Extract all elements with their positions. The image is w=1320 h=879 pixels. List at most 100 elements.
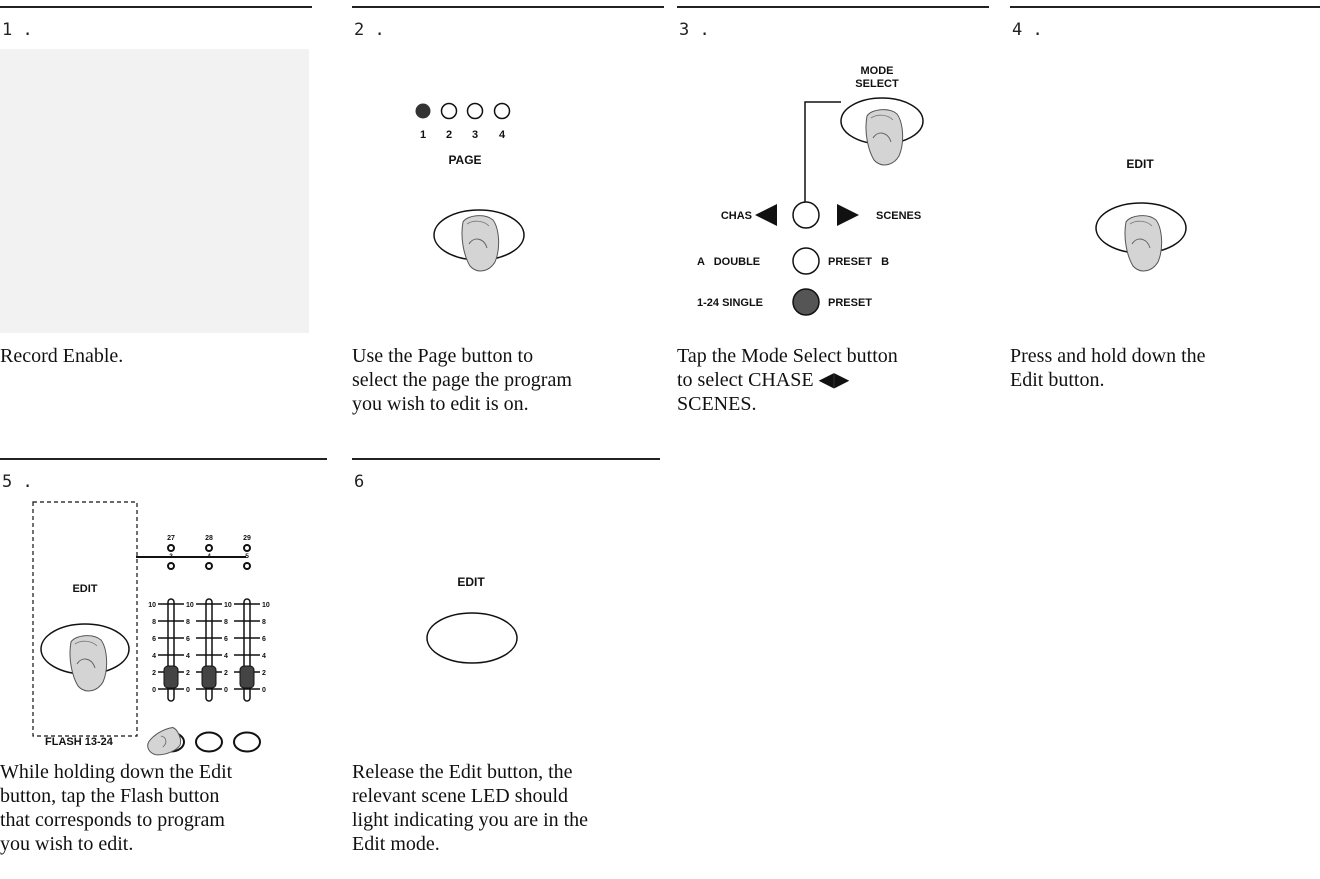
flash-button bbox=[233, 731, 261, 753]
pressing-finger-icon bbox=[865, 109, 904, 166]
fader-knob bbox=[239, 665, 255, 689]
edit-release-illustration: EDIT bbox=[426, 575, 518, 664]
right-arrow-icon bbox=[837, 204, 859, 226]
scene-led bbox=[243, 562, 251, 570]
step-number: 4 . bbox=[1012, 20, 1043, 40]
description-line: you wish to edit. bbox=[0, 833, 134, 855]
single-mode-label: 1-24 SINGLE bbox=[697, 297, 763, 309]
fader-knob bbox=[201, 665, 217, 689]
scale-tick-label: 8 bbox=[224, 619, 228, 626]
pressing-finger-icon bbox=[147, 726, 182, 756]
double-preset-led bbox=[792, 247, 820, 275]
scale-tick-label: 4 bbox=[186, 653, 190, 660]
fader-group: 10 8 6 4 2 0 10 8 6 4 2 0 10 8 6 4 2 bbox=[148, 598, 270, 702]
fader-knob bbox=[163, 665, 179, 689]
step-number: 6 bbox=[354, 472, 365, 492]
scene-led bbox=[205, 562, 213, 570]
scale-tick-label: 0 bbox=[224, 687, 228, 694]
page-led-1-lit bbox=[415, 103, 431, 119]
scale-tick-label: 4 bbox=[152, 653, 156, 660]
scale-tick-label: 10 bbox=[148, 602, 156, 609]
page-button-illustration: 1 2 3 4 PAGE bbox=[415, 102, 525, 272]
step-divider bbox=[352, 458, 660, 460]
description-line: Edit mode. bbox=[352, 833, 440, 855]
step-divider bbox=[1010, 6, 1320, 8]
page-led-2 bbox=[440, 102, 458, 120]
step-number: 3 . bbox=[679, 20, 710, 40]
step-description: Release the Edit button, the relevant sc… bbox=[352, 760, 588, 856]
scale-tick-label: 2 bbox=[152, 670, 156, 677]
scenes-label: SCENES bbox=[876, 210, 921, 222]
step-number: 1 . bbox=[2, 20, 33, 40]
description-line: light indicating you are in the bbox=[352, 809, 589, 831]
scene-led bbox=[243, 544, 251, 552]
page-number-label: 4 bbox=[499, 129, 506, 141]
scene-led bbox=[167, 562, 175, 570]
step-divider bbox=[352, 6, 664, 8]
scale-tick-label: 4 bbox=[224, 653, 228, 660]
scale-tick-label: 0 bbox=[152, 687, 156, 694]
scale-tick-label: 10 bbox=[224, 602, 232, 609]
image-placeholder bbox=[0, 49, 309, 333]
channel-number: 27 bbox=[167, 535, 175, 542]
mode-select-label: MODE bbox=[861, 65, 894, 77]
page-led-4 bbox=[493, 102, 511, 120]
scale-tick-label: 0 bbox=[262, 687, 266, 694]
edit-button-illustration: EDIT bbox=[1095, 157, 1187, 272]
double-mode-label: A DOUBLE bbox=[697, 256, 760, 268]
scale-tick-label: 2 bbox=[224, 670, 228, 677]
connector-line bbox=[804, 101, 841, 204]
description-line: select the page the program bbox=[352, 369, 572, 391]
step-number: 5 . bbox=[2, 472, 33, 492]
scale-tick-label: 2 bbox=[186, 670, 190, 677]
scale-tick-label: 8 bbox=[152, 619, 156, 626]
step-divider bbox=[0, 458, 327, 460]
pressing-finger-icon bbox=[1124, 215, 1163, 272]
scale-tick-label: 6 bbox=[152, 636, 156, 643]
channel-number: 28 bbox=[205, 535, 213, 542]
step-divider bbox=[0, 6, 312, 8]
flash-label: FLASH 13-24 bbox=[45, 736, 114, 748]
scale-tick-label: 6 bbox=[186, 636, 190, 643]
scene-number: 4 bbox=[207, 553, 211, 560]
description-line: While holding down the Edit bbox=[0, 761, 233, 783]
scale-tick-label: 0 bbox=[186, 687, 190, 694]
step-description: Press and hold down the Edit button. bbox=[1010, 344, 1206, 392]
step-number: 2 . bbox=[354, 20, 385, 40]
flash-button-illustration: EDIT 27 28 29 3 4 5 bbox=[32, 501, 270, 756]
page-button-label: PAGE bbox=[448, 153, 481, 167]
chase-label: CHAS bbox=[721, 210, 752, 222]
description-line: Tap the Mode Select button bbox=[677, 345, 898, 367]
scene-number: 3 bbox=[169, 553, 173, 560]
edit-button bbox=[426, 612, 518, 664]
description-line: Use the Page button to bbox=[352, 345, 534, 367]
single-preset-led-lit bbox=[792, 288, 820, 316]
fader-scale-mid-2: 10 8 6 4 2 0 bbox=[224, 602, 232, 694]
description-line: to select CHASE ◀▶ bbox=[677, 369, 850, 391]
fader-tick-marks bbox=[158, 603, 260, 690]
pressing-finger-icon bbox=[69, 635, 108, 692]
page-number-label: 1 bbox=[420, 129, 426, 141]
description-line: Record Enable. bbox=[0, 345, 124, 367]
page-number-label: 2 bbox=[446, 129, 452, 141]
mode-select-label: SELECT bbox=[855, 78, 899, 90]
description-line: button, tap the Flash button bbox=[0, 785, 220, 807]
description-line: SCENES. bbox=[677, 393, 757, 415]
scale-tick-label: 8 bbox=[262, 619, 266, 626]
description-line: you wish to edit is on. bbox=[352, 393, 529, 415]
preset-b-label: PRESET B bbox=[828, 256, 889, 268]
left-arrow-icon bbox=[755, 204, 777, 226]
scale-tick-label: 8 bbox=[186, 619, 190, 626]
channel-number: 29 bbox=[243, 535, 251, 542]
step-description: Tap the Mode Select button to select CHA… bbox=[677, 344, 898, 416]
scene-led bbox=[167, 544, 175, 552]
scene-number: 5 bbox=[245, 553, 249, 560]
edit-button-label: EDIT bbox=[457, 575, 485, 589]
chase-scenes-led bbox=[792, 201, 820, 229]
scale-tick-label: 10 bbox=[186, 602, 194, 609]
step-description: Use the Page button to select the page t… bbox=[352, 344, 572, 416]
scale-tick-label: 4 bbox=[262, 653, 266, 660]
flash-button bbox=[195, 731, 223, 753]
step-description: Record Enable. bbox=[0, 344, 123, 368]
scale-tick-label: 6 bbox=[224, 636, 228, 643]
